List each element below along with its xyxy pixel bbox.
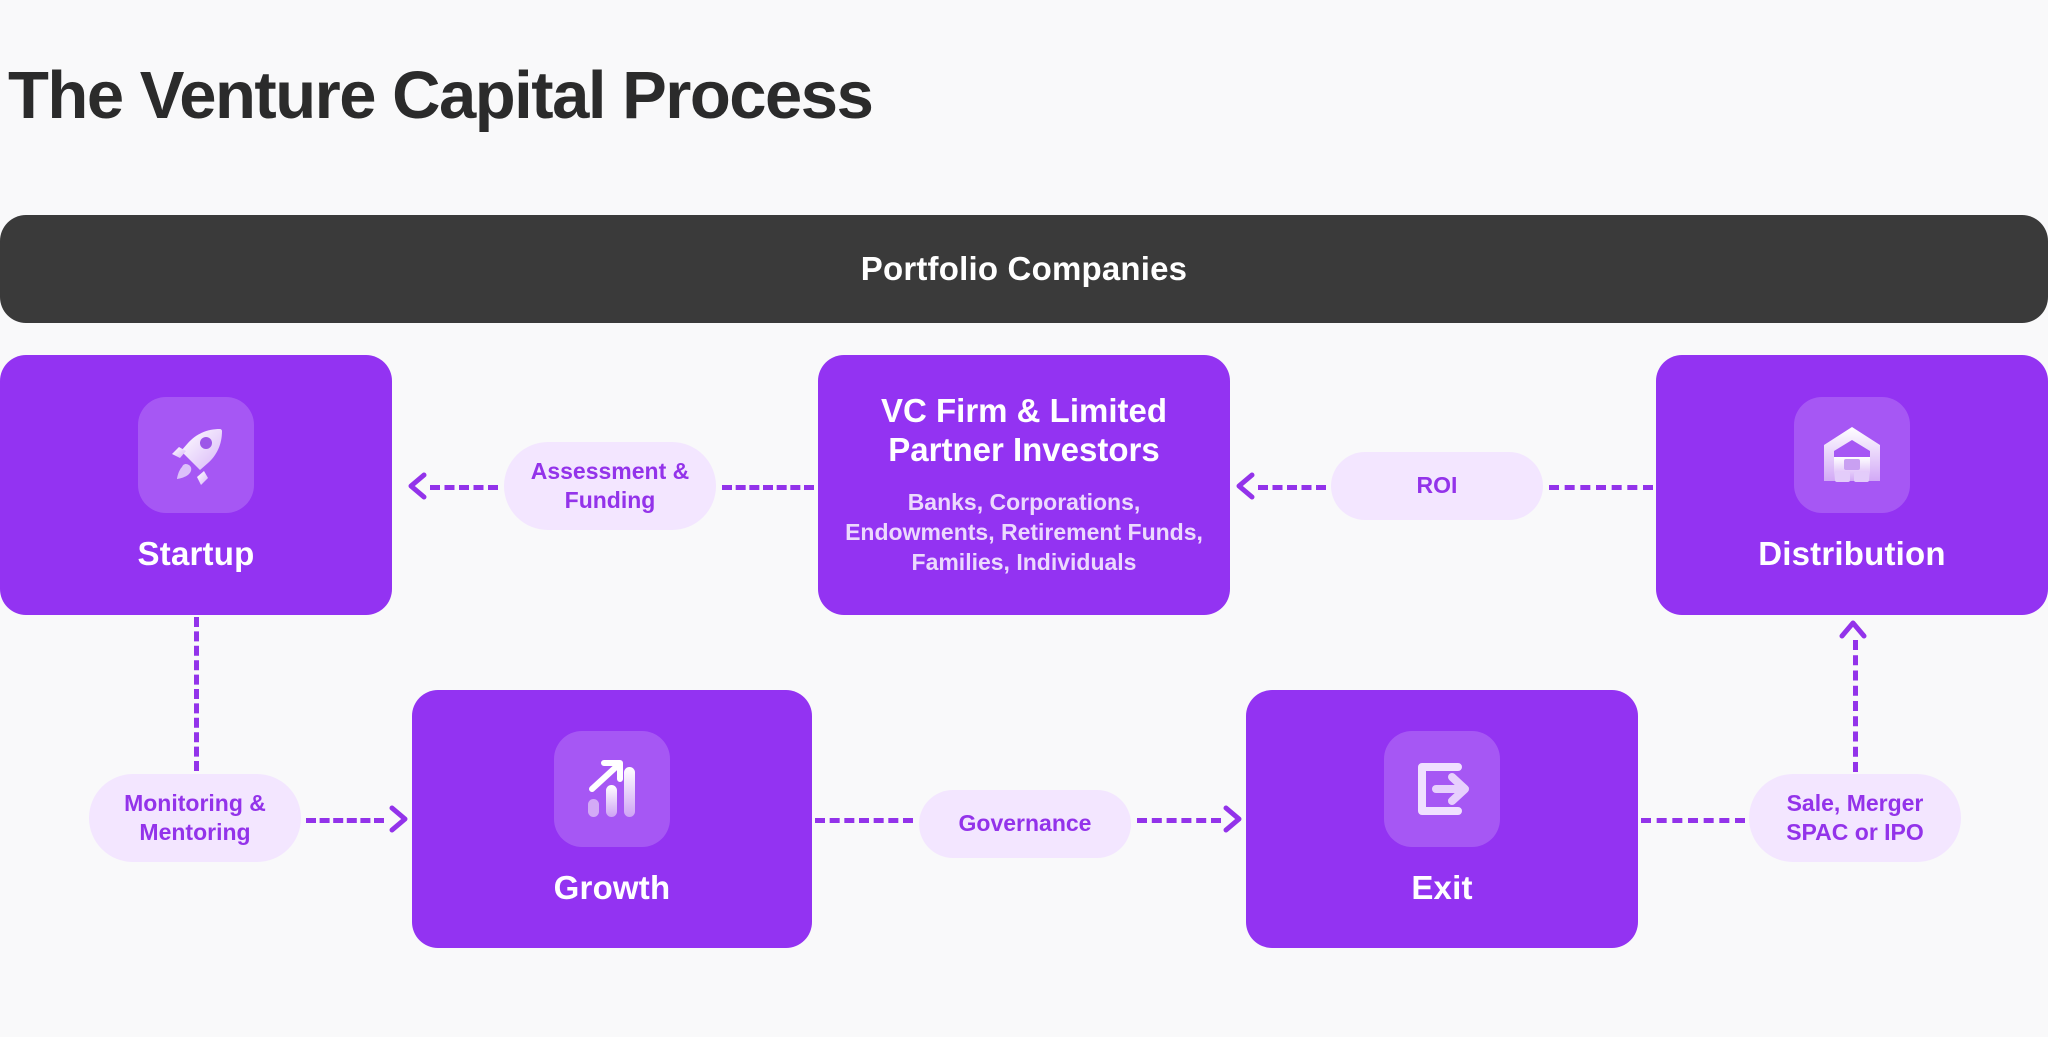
portfolio-companies-label: Portfolio Companies [860, 250, 1188, 287]
connector-line-assessment-left [430, 485, 498, 490]
portfolio-companies-banner: Portfolio Companies [0, 215, 2048, 323]
connector-line-sale-left [1641, 818, 1745, 823]
connector-line-monitoring-right [306, 818, 384, 823]
card-vcfirm-title: VC Firm & Limited Partner Investors [880, 392, 1168, 469]
card-vcfirm-subtitle: Banks, Corporations, Endowments, Retirem… [845, 489, 1203, 575]
connector-line-assessment-right [722, 485, 814, 490]
connector-line-roi-right [1549, 485, 1653, 490]
connector-label-monitoring[interactable]: Monitoring & Mentoring [89, 774, 301, 862]
card-distribution[interactable]: Distribution [1656, 355, 2048, 615]
connector-line-governance-right [1137, 818, 1221, 823]
card-vcfirm[interactable]: VC Firm & Limited Partner Investors Bank… [818, 355, 1230, 615]
card-startup[interactable]: Startup [0, 355, 392, 615]
arrow-left-to-vcfirm-icon [1232, 471, 1262, 501]
bar-chart-growth-icon [554, 731, 670, 847]
card-exit-label: Exit [1411, 869, 1473, 906]
card-growth-label: Growth [553, 869, 671, 906]
arrow-right-to-growth-icon [382, 804, 412, 834]
connector-line-startup-down [194, 617, 199, 771]
page-title: The Venture Capital Process [8, 58, 874, 133]
card-distribution-label: Distribution [1758, 535, 1946, 572]
connector-label-sale[interactable]: Sale, Merger SPAC or IPO [1749, 774, 1961, 862]
connector-label-governance[interactable]: Governance [919, 790, 1131, 858]
connector-label-roi[interactable]: ROI [1331, 452, 1543, 520]
arrow-right-to-exit-icon [1216, 804, 1246, 834]
connector-line-governance-left [815, 818, 913, 823]
arrow-up-to-distribution-icon [1838, 616, 1868, 646]
connector-line-roi-left [1258, 485, 1326, 490]
arrow-left-to-startup-icon [404, 471, 434, 501]
card-exit[interactable]: Exit [1246, 690, 1638, 948]
connector-line-sale-up [1853, 640, 1858, 772]
warehouse-icon [1794, 397, 1910, 513]
card-startup-label: Startup [137, 535, 255, 572]
card-growth[interactable]: Growth [412, 690, 812, 948]
connector-label-assessment[interactable]: Assessment & Funding [504, 442, 716, 530]
rocket-icon [138, 397, 254, 513]
exit-arrow-icon [1384, 731, 1500, 847]
